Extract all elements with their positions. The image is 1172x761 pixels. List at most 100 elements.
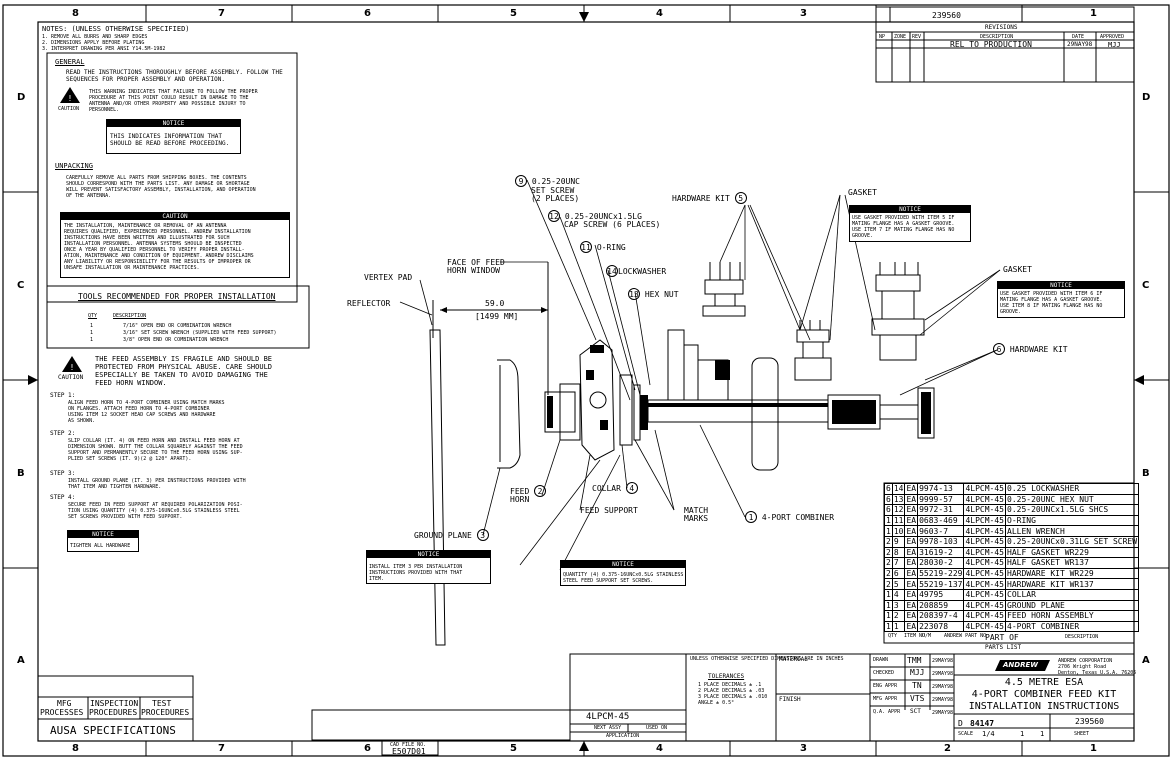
notice-tighten-text: TIGHTEN ALL HARDWARE: [70, 543, 131, 549]
notice-gasket-box-1: NOTICE USE GASKET PROVIDED WITH ITEM 5 I…: [849, 205, 971, 242]
parts-hdr-partno: ANDREW PART NO: [944, 633, 987, 639]
parts-list-cell: EA: [904, 599, 919, 612]
parts-list-cell: 11: [891, 514, 906, 527]
step-2-line-3: SUPPORT AND PERMANENTLY SECURE TO THE FE…: [68, 450, 243, 456]
dim-mm: [1499 MM]: [475, 312, 519, 321]
general-notice-box: NOTICE THIS INDICATES INFORMATION THAT S…: [106, 119, 241, 154]
parts-list-cell: 7: [891, 557, 906, 569]
parts-list-cell: HALF GASKET WR229: [1004, 546, 1140, 559]
unpacking-3: WILL PREVENT SATISFACTORY ASSEMBLY, INST…: [66, 187, 256, 193]
label-gasket: GASKET: [848, 188, 877, 197]
unpacking-caution-label: CAUTION: [61, 213, 289, 220]
unpacking-caution-4: INSTALLATION PERSONNEL. ANTENNA SYSTEMS …: [64, 241, 242, 247]
next-assy-value: 4LPCM-45: [586, 712, 630, 722]
finish-label: FINISH: [779, 696, 801, 703]
parts-list-cell: EA: [904, 588, 919, 601]
parts-list-title: PARTS LIST: [985, 644, 1022, 651]
date-1: 29MAY98: [932, 658, 954, 664]
parts-list-cell: 0.25-20UNC HEX NUT: [1004, 493, 1140, 506]
parts-list-cell: EA: [904, 567, 919, 580]
notice-gasket-1-label: NOTICE: [850, 206, 970, 213]
parts-list-cell: 13: [891, 493, 906, 506]
general-caution-1: THIS WARNING INDICATES THAT FAILURE TO F…: [89, 89, 258, 95]
parts-list-cell: COLLAR: [1004, 588, 1140, 601]
role-checked: CHECKED: [873, 670, 895, 676]
balloon-9: 9: [515, 175, 527, 187]
parts-list-cell: 4LPCM-45: [963, 567, 1006, 580]
notice-gasket-1-b: MATING FLANGE HAS A GASKET GROOVE.: [852, 221, 955, 227]
general-caution-4: PERSONNEL.: [89, 107, 120, 113]
drawing-number-top: 239560: [932, 11, 961, 20]
general-notice-label: NOTICE: [107, 120, 240, 127]
parts-list-cell: 208859: [917, 599, 965, 612]
callout-lockwasher: 14LOCKWASHER: [606, 265, 666, 277]
notice-gasket-2-c: USE ITEM 8 IF MATING FLANGE HAS NO: [1000, 303, 1103, 309]
match-marks-1: MATCH: [684, 506, 709, 515]
zone-bottom-4: 4: [656, 743, 663, 754]
parts-list-cell: 0.25-20UNCx1.5LG SHCS: [1004, 504, 1140, 516]
notice-gasket-1-c: USE ITEM 7 IF MATING FLANGE HAS NO: [852, 227, 955, 233]
step-1-label: STEP 1:: [50, 392, 76, 399]
scale-value: 1/4: [982, 730, 995, 738]
tools-desc-1: 7/16" OPEN END OR COMBINATION WRENCH: [123, 323, 232, 329]
general-heading: GENERAL: [55, 58, 85, 66]
spec-test-2: PROCEDURES: [141, 708, 190, 717]
step-4-line-3: SET SCREWS PROVIDED WITH FEED SUPPORT.: [68, 514, 183, 520]
parts-list-cell: FEED HORN ASSEMBLY: [1004, 610, 1140, 622]
dwg-number: 239560: [1075, 717, 1104, 726]
notice-gasket-2-label: NOTICE: [998, 282, 1124, 289]
spec-mfg-1: MFG: [57, 699, 72, 708]
cad-file-value: E507D01: [392, 747, 426, 756]
tolerances-header: UNLESS OTHERWISE SPECIFIED DIMENSIONS AR…: [690, 656, 844, 662]
parts-list-cell: 8: [891, 546, 906, 559]
parts-list-cell: EA: [904, 514, 919, 527]
cap-screw-1: 0.25-20UNCx1.5LG: [564, 212, 642, 221]
sheet-size: D: [958, 719, 963, 728]
zone-right-c: C: [1142, 280, 1150, 291]
rev-description: REL TO PRODUCTION: [950, 40, 1032, 49]
balloon-5: 5: [734, 192, 747, 204]
unpacking-caution-3: INSTRUCTIONS HAVE BEEN WRITTEN AND ILLUS…: [64, 235, 230, 241]
unpacking-2: SHOULD CORRESPOND WITH THE PARTS LIST. A…: [66, 181, 250, 187]
tolerances-title: TOLERANCES: [708, 673, 745, 680]
step-3-label: STEP 3:: [50, 470, 76, 477]
ausa-specifications: AUSA SPECIFICATIONS: [50, 724, 176, 737]
parts-list-cell: 6: [884, 493, 893, 506]
notice-ground-plane-3: ITEM.: [369, 576, 385, 582]
general-line-2: SEQUENCES FOR PROPER ASSEMBLY AND OPERAT…: [66, 76, 225, 83]
zone-bottom-8: 8: [72, 743, 79, 754]
title-line-1: 4.5 METRE ESA: [1004, 677, 1084, 688]
match-marks-2: MARKS: [684, 514, 709, 523]
general-caution-2: PROCEDURE AT THIS POINT COULD RESULT IN …: [89, 95, 249, 101]
parts-hdr-part-of: PART OF: [985, 633, 1019, 642]
parts-list-cell: 6: [884, 504, 893, 516]
parts-hdr-item: ITEM NO: [904, 633, 926, 639]
parts-list-cell: 12: [891, 504, 906, 516]
role-eng: ENG APPR: [873, 683, 898, 689]
notice-gasket-2-b: MATING FLANGE HAS A GASKET GROOVE.: [1000, 297, 1103, 303]
notice-tighten-box: NOTICE TIGHTEN ALL HARDWARE: [67, 530, 139, 552]
parts-list-cell: EA: [904, 483, 919, 495]
balloon-6: 6: [993, 343, 1005, 355]
parts-list-cell: 4LPCM-45: [963, 620, 1006, 633]
balloon-3: 3: [476, 529, 489, 541]
step-2-label: STEP 2:: [50, 430, 76, 437]
parts-list-cell: 1: [884, 525, 893, 537]
ground-plane-label: GROUND PLANE: [414, 531, 472, 540]
zone-top-6: 6: [364, 8, 371, 19]
parts-list-cell: O-RING: [1004, 514, 1140, 527]
zone-bottom-3: 3: [800, 743, 807, 754]
notice-setscrew-box: NOTICE QUANTITY (4) 0.375-16UNCx0.5LG ST…: [560, 560, 686, 586]
spec-inspection-1: INSPECTION: [90, 699, 139, 708]
company-address-3: Denton, Texas U.S.A. 76205: [1058, 670, 1137, 676]
mfg-by: VTS: [910, 694, 925, 703]
parts-list-cell: 4LPCM-45: [963, 546, 1006, 559]
parts-list-cell: HALF GASKET WR137: [1004, 557, 1140, 569]
fragile-2: PROTECTED FROM PHYSICAL ABUSE. CARE SHOU…: [95, 363, 273, 371]
unpacking-1: CAREFULLY REMOVE ALL PARTS FROM SHIPPING…: [66, 175, 247, 181]
callout-combiner: 1 4-PORT COMBINER: [745, 511, 834, 523]
